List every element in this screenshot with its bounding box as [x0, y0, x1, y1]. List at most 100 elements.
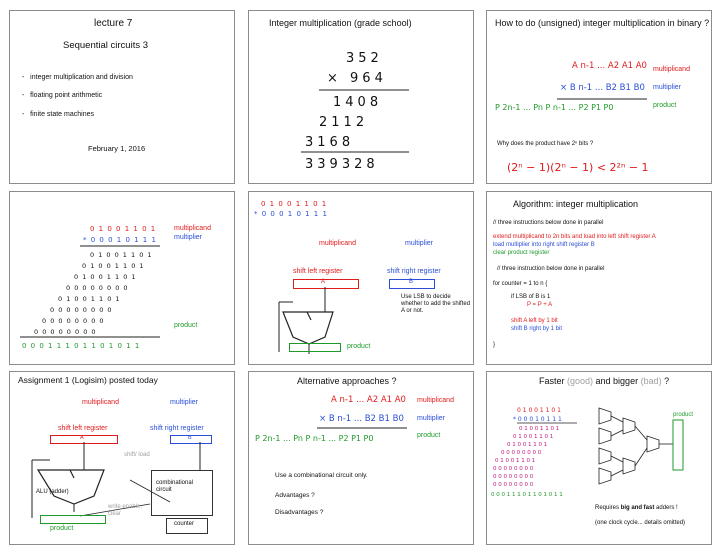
mult-row-6: 339328: [305, 157, 379, 172]
product-bits-question: Why does the product have 2ⁿ bits ?: [497, 141, 594, 147]
result-bits: 0 0 0 1 1 1 0 1 1 0 1 0 1 1: [22, 342, 141, 350]
label-product: product: [653, 102, 677, 109]
svg-text:0 1 0 0 1 1 0 1: 0 1 0 0 1 1 0 1: [519, 426, 559, 432]
slide-7: Assignment 1 (Logisim) posted today mult…: [9, 371, 235, 545]
label-shift-left: shift left register: [58, 425, 108, 432]
label-multiplicand: multiplicand: [174, 225, 211, 232]
label-multiplicand: multiplicand: [82, 399, 119, 406]
slide-2: Integer multiplication (grade school) 35…: [248, 10, 474, 184]
svg-text:0 1 0 0 1 1 0 1: 0 1 0 0 1 1 0 1: [507, 442, 547, 448]
write-enable-note: write enable, clear: [108, 504, 143, 517]
slide-4: 0 1 0 0 1 1 0 1 * 0 0 0 1 0 1 1 1 multip…: [9, 191, 235, 365]
alt-line-1: Use a combinational circuit only.: [275, 472, 368, 479]
label-multiplier: multiplier: [405, 240, 434, 247]
label-shift-left: shift left register: [293, 268, 343, 275]
a-expression: A n-1 ... A2 A1 A0: [331, 395, 406, 405]
label-product: product: [347, 343, 371, 350]
add-line: P = P + A: [527, 302, 553, 308]
lsb-note: Use LSB to decide whether to add the shi…: [401, 294, 471, 314]
label-multiplicand: multiplicand: [653, 66, 690, 73]
slide-9: Faster (good) and bigger (bad) ? 0 1 0 0…: [486, 371, 712, 545]
alt-line-3: Disadvantages ?: [275, 509, 324, 516]
counter-label: counter: [174, 521, 195, 527]
partial-4: 0 0 0 0 0 0 0 0: [66, 284, 129, 292]
shift-a-line: shift A left by 1 bit: [511, 318, 558, 324]
partial-1: 0 1 0 0 1 1 0 1: [90, 251, 153, 259]
register-b-label: B: [188, 435, 192, 441]
partial-7: 0 0 0 0 0 0 0 0: [42, 317, 105, 325]
step-1: extend multiplicand to 2n bits and load …: [493, 234, 656, 240]
label-multiplicand: multiplicand: [319, 240, 356, 247]
shift-b-line: shift B right by 1 bit: [511, 326, 563, 332]
alt-mult-line: [317, 427, 407, 429]
counter-box: [166, 518, 208, 534]
label-product: product: [174, 322, 198, 329]
svg-text:0 0 0 0 0 0 0 0: 0 0 0 0 0 0 0 0: [493, 466, 534, 472]
a-bits: 0 1 0 0 1 1 0 1: [90, 225, 157, 233]
mult-row-2: × 964: [327, 71, 387, 86]
label-multiplier: multiplier: [174, 234, 203, 241]
inequality: (2ⁿ − 1)(2ⁿ − 1) < 2²ⁿ − 1: [507, 161, 649, 174]
product-label: product: [50, 525, 74, 532]
adder-tree-diagram: 0 1 0 0 1 1 0 1 * 0 0 0 1 0 1 1 1 0 1 0 …: [491, 407, 684, 498]
slide-8-title: Alternative approaches ?: [297, 376, 397, 386]
slide-7-title: Assignment 1 (Logisim) posted today: [18, 375, 158, 385]
slide-7-circuit: [31, 442, 201, 518]
register-b: [389, 279, 435, 289]
product-register: [289, 343, 341, 352]
alt-line-2: Advantages ?: [275, 492, 315, 499]
alu-label: ALU (adder): [36, 489, 69, 495]
label-multiplier: multiplier: [170, 399, 199, 406]
label-shift-right: shift right register: [387, 268, 441, 275]
slide-3-title: How to do (unsigned) integer multiplicat…: [495, 18, 710, 28]
product-label: product: [673, 412, 694, 418]
label-multiplier: multiplier: [417, 415, 446, 422]
b-expression: × B n-1 ... B2 B1 B0: [319, 414, 404, 424]
svg-text:0 0 0 0 0 0 0 0: 0 0 0 0 0 0 0 0: [501, 450, 542, 456]
label-multiplier: multiplier: [653, 84, 682, 91]
slide-3: How to do (unsigned) integer multiplicat…: [486, 10, 712, 184]
label-multiplicand: multiplicand: [417, 397, 454, 404]
slide-6: Algorithm: integer multiplication // thr…: [486, 191, 712, 365]
slide-9-title: Faster (good) and bigger (bad) ?: [539, 376, 670, 386]
p-expression: P 2n-1 ... Pn P n-1 ... P2 P1 P0: [495, 103, 614, 112]
a-expression: A n-1 ... A2 A1 A0: [572, 61, 647, 71]
register-a: [293, 279, 359, 289]
slide-6-title: Algorithm: integer multiplication: [513, 199, 639, 209]
binary-lines: [20, 245, 160, 338]
slide-1-title: lecture 7: [94, 18, 133, 29]
label-product: product: [417, 432, 441, 439]
binary-mult-line: [557, 98, 647, 100]
slide-5-adder-diagram: [278, 287, 334, 354]
combinational-circuit: [151, 470, 213, 516]
if-line: if LSB of B is 1: [511, 294, 551, 300]
b-bits: * 0 0 0 1 0 1 1 1: [83, 236, 157, 244]
comment-2: // three instruction below done in paral…: [497, 266, 605, 272]
slide-2-title: Integer multiplication (grade school): [269, 18, 412, 28]
adder-requirement: Requires big and fast adders !: [595, 505, 678, 511]
svg-text:0 1 0 0 1 1 0 1: 0 1 0 0 1 1 0 1: [495, 458, 535, 464]
step-2: load multiplier into right shift registe…: [493, 242, 595, 248]
register-b-label: B: [409, 279, 414, 285]
svg-text:0 0 0 0 0 0 0 0: 0 0 0 0 0 0 0 0: [493, 474, 534, 480]
shift-load-note: shift/ load: [124, 452, 150, 458]
step-3: clear product register: [493, 250, 550, 256]
mult-row-1: 352: [346, 51, 383, 66]
p-expression: P 2n-1 ... Pn P n-1 ... P2 P1 P0: [255, 434, 374, 443]
bullet-1: - integer multiplication and division: [22, 74, 133, 81]
slide-1: lecture 7 Sequential circuits 3 - intege…: [9, 10, 235, 184]
register-b: [170, 435, 212, 444]
product-register: [40, 515, 106, 524]
label-shift-right: shift right register: [150, 425, 204, 432]
bullet-3: - finite state machines: [22, 111, 94, 118]
loop-line: for counter = 1 to n {: [493, 281, 548, 287]
slide-8: Alternative approaches ? A n-1 ... A2 A1…: [248, 371, 474, 545]
register-a-label: A: [321, 279, 326, 285]
clock-cycle-note: (one clock cycle... details omitted): [595, 520, 686, 526]
close-brace: }: [493, 342, 496, 348]
partial-5: 0 1 0 0 1 1 0 1: [58, 295, 121, 303]
partial-6: 0 0 0 0 0 0 0 0: [50, 306, 113, 314]
combinational-label: combinational circuit: [156, 480, 194, 493]
slide-5: 0 1 0 0 1 1 0 1 * 0 0 0 1 0 1 1 1 multip…: [248, 191, 474, 365]
partial-3: 0 1 0 0 1 1 0 1: [74, 273, 137, 281]
